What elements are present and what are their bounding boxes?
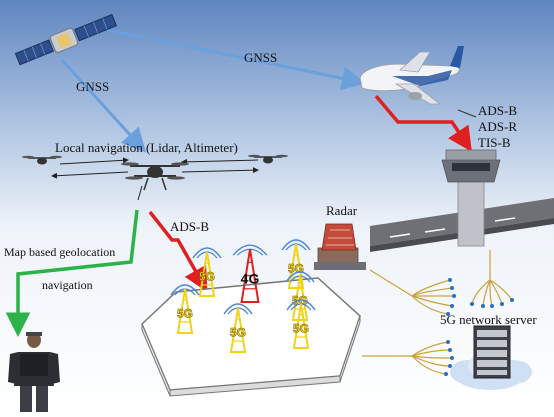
gnss-arrows: [60, 28, 366, 153]
radar-label: Radar: [326, 203, 358, 218]
server-rack-icon: [473, 325, 511, 379]
adsb-arrow-to-network: [148, 210, 208, 293]
tower-5g-label: 5G: [199, 270, 215, 284]
map-geolocation-label: Map based geolocation: [4, 245, 116, 259]
adsb-label: ADS-B: [478, 103, 518, 118]
tisb-label: TIS-B: [478, 135, 511, 150]
adsb-network-label: ADS-B: [170, 219, 210, 234]
tower-5g-label: 5G: [293, 322, 309, 336]
gnss-label-left: GNSS: [76, 79, 110, 94]
adsb-leader-line: [457, 109, 477, 118]
tower-4g: [232, 244, 268, 303]
tower-5g: [192, 247, 222, 297]
control-tower-icon: [441, 149, 501, 247]
drone-icon-right: [248, 154, 288, 164]
person-icon: [8, 332, 60, 412]
gnss-arrow-to-drone: [60, 58, 147, 153]
fiber-cable-bundle-top: [369, 269, 456, 316]
navigation-label: navigation: [42, 278, 93, 292]
drone-swarm: [51, 157, 259, 201]
satellite-icon: [14, 13, 118, 66]
adsr-label: ADS-R: [478, 119, 518, 134]
tower-5g: [170, 284, 200, 334]
radar-icon: [314, 223, 366, 270]
gnss-arrow-to-aircraft: [107, 28, 366, 91]
tower-5g-label: 5G: [177, 307, 193, 321]
drone-icon-left: [22, 155, 62, 165]
tower-5g-label: 5G: [230, 326, 246, 340]
tower-5g: [286, 299, 316, 349]
cell-network-platform: [141, 277, 361, 397]
drone-icon-main: [121, 162, 189, 191]
tower-5g: [223, 303, 253, 353]
gnss-label-top: GNSS: [244, 50, 278, 65]
fiber-cable-bundle-vertical: [470, 250, 514, 308]
tower-5g: [285, 271, 315, 321]
adsb-arrow-to-tower: [374, 94, 472, 152]
local-navigation-label: Local navigation (Lidar, Altimeter): [55, 140, 238, 155]
fiber-cable-bundle-bottom: [362, 340, 454, 376]
geolocation-arrow: [5, 209, 139, 337]
5g-network-server-label: 5G network server: [440, 312, 537, 327]
aircraft-icon: [359, 46, 464, 105]
tower-4g-label: 4G: [241, 271, 260, 287]
